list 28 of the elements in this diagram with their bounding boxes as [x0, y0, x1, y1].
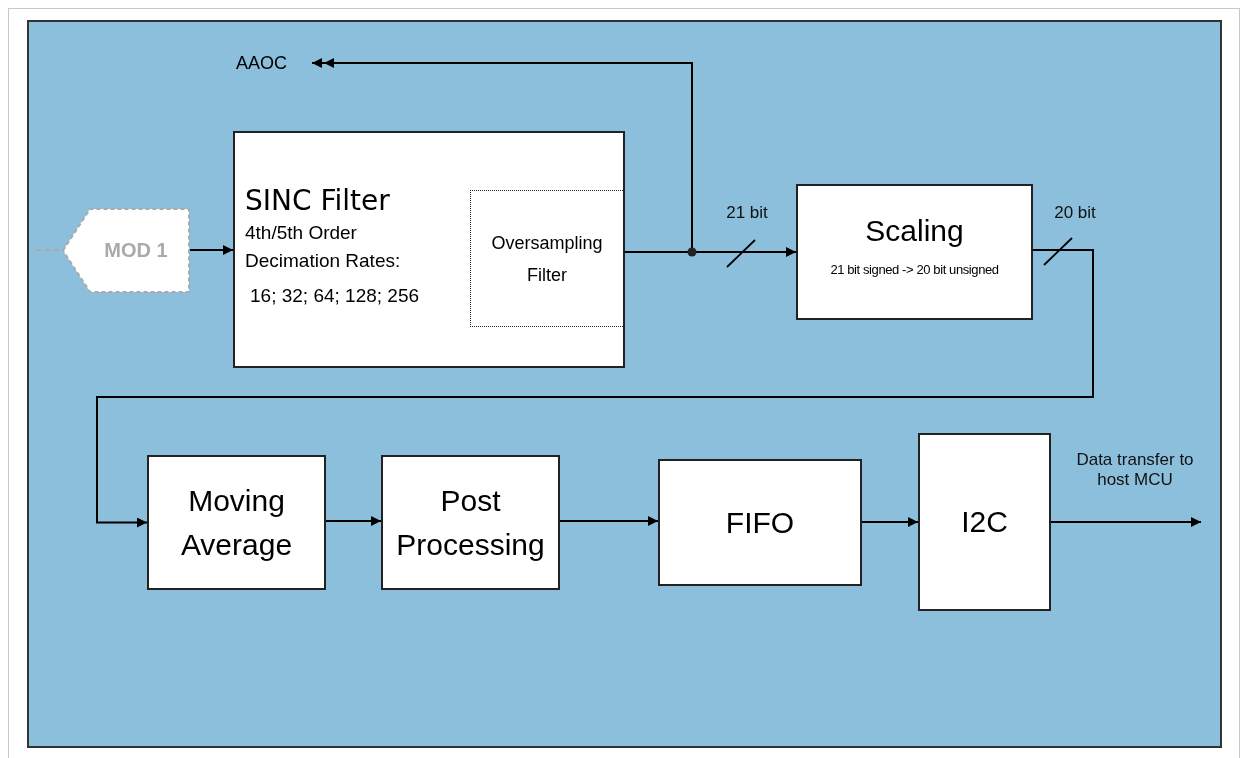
signal-label: AAOC — [236, 52, 300, 74]
process-block — [658, 459, 862, 586]
filter-sub-block — [470, 190, 623, 327]
edge-label: 20 bit — [1053, 203, 1097, 224]
block-description: 4th/5th Order Decimation Rates: — [245, 221, 402, 273]
filter-block — [233, 131, 625, 368]
arrow — [559, 516, 659, 526]
edge-label: 21 bit — [725, 203, 769, 224]
arrow — [189, 245, 234, 255]
block-description: 21 bit signed -> 20 bit unsigned — [830, 262, 999, 277]
block-label: Oversampling Filter — [490, 231, 604, 287]
process-block — [147, 455, 326, 590]
block-title: Scaling — [865, 213, 964, 249]
block-label: FIFO — [724, 504, 796, 541]
process-block — [381, 455, 560, 590]
block-title: SINC Filter — [245, 183, 390, 219]
decimation-rates: 16; 32; 64; 128; 256 — [250, 285, 420, 307]
block-label: MOD 1 — [103, 238, 169, 263]
block-label: Post Processing — [395, 482, 546, 563]
process-block — [796, 184, 1033, 320]
arrow — [861, 517, 919, 527]
process-block — [918, 433, 1051, 611]
edge-label: Data transfer to host MCU — [1075, 450, 1195, 491]
arrow — [325, 516, 382, 526]
block-label: I2C — [960, 504, 1009, 540]
arrow — [1050, 517, 1202, 527]
arrow — [96, 249, 1094, 528]
block-label: Moving Average — [179, 482, 294, 563]
